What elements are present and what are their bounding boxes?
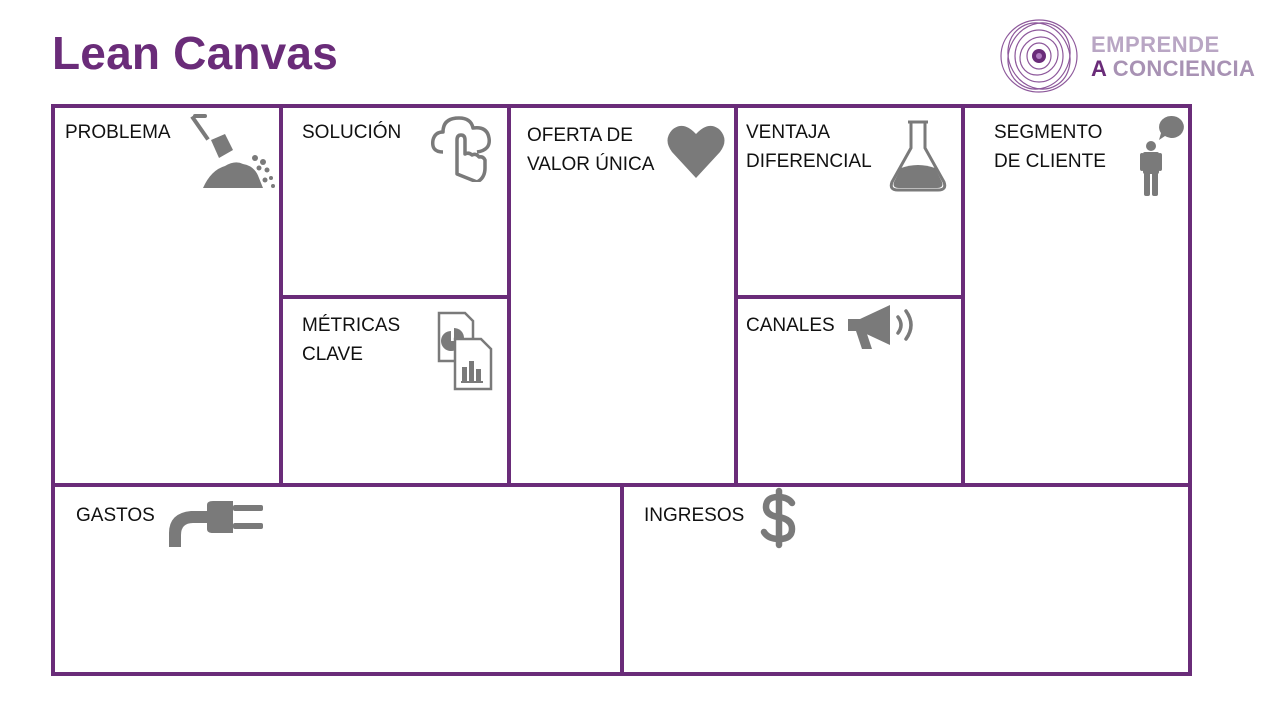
section-label: PROBLEMA xyxy=(65,122,171,143)
logo-text-line2: A CONCIENCIA xyxy=(1091,56,1255,82)
logo-text-conciencia: CONCIENCIA xyxy=(1112,56,1256,81)
lotus-logo-icon xyxy=(1000,19,1078,93)
section-ingresos: INGRESOS xyxy=(620,483,1192,676)
shovel-icon xyxy=(189,112,279,192)
dollar-icon xyxy=(758,487,800,549)
section-label: INGRESOS xyxy=(644,505,745,526)
cloud-touch-icon xyxy=(429,112,495,182)
flask-icon xyxy=(888,118,948,194)
person-speech-icon xyxy=(1135,114,1187,200)
section-label: VENTAJA DIFERENCIAL xyxy=(746,122,872,172)
section-oferta-valor: OFERTA DE VALOR ÚNICA xyxy=(507,104,738,487)
heart-icon xyxy=(667,124,725,178)
section-label: GASTOS xyxy=(76,505,155,526)
section-label: CANALES xyxy=(746,315,835,336)
brand-logo: EMPRENDE A CONCIENCIA xyxy=(995,14,1270,96)
section-label: OFERTA DE VALOR ÚNICA xyxy=(527,125,655,175)
megaphone-icon xyxy=(844,301,920,353)
section-canales: CANALES xyxy=(734,295,965,487)
section-problema: PROBLEMA xyxy=(51,104,283,487)
logo-text-a: A xyxy=(1091,56,1107,81)
section-label: MÉTRICAS CLAVE xyxy=(302,315,401,365)
section-gastos: GASTOS xyxy=(51,483,624,676)
page-title: Lean Canvas xyxy=(52,27,338,79)
section-metricas-clave: MÉTRICAS CLAVE xyxy=(279,295,511,487)
logo-text-line1: EMPRENDE xyxy=(1091,32,1220,57)
plug-icon xyxy=(167,495,267,547)
section-label: SOLUCIÓN xyxy=(302,122,402,143)
section-solucion: SOLUCIÓN xyxy=(279,104,511,299)
reports-icon xyxy=(435,311,495,393)
section-ventaja-diferencial: VENTAJA DIFERENCIAL xyxy=(734,104,965,299)
section-label: SEGMENTO DE CLIENTE xyxy=(994,122,1106,172)
section-segmento-cliente: SEGMENTO DE CLIENTE xyxy=(961,104,1192,487)
